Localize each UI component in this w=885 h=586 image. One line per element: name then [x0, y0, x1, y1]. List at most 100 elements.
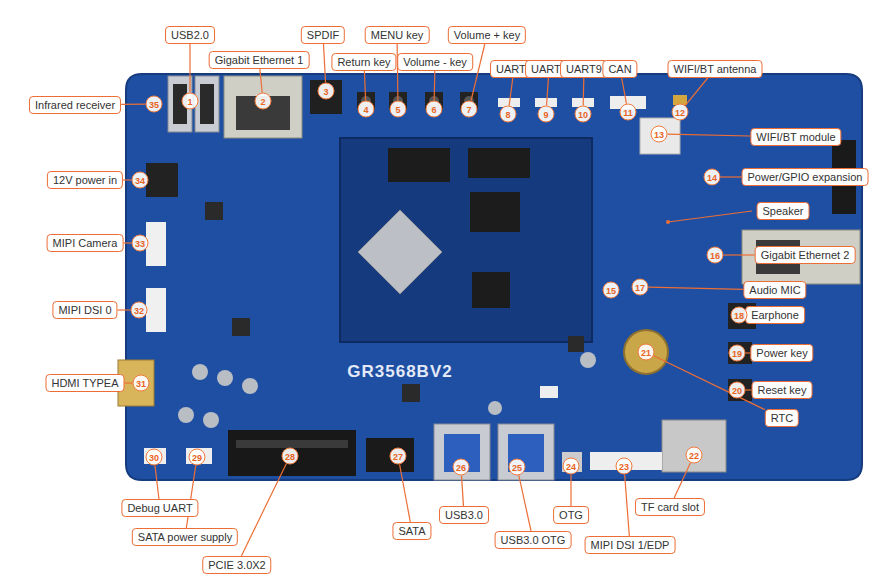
inductor: [402, 384, 420, 402]
number-text: 25: [512, 462, 522, 472]
callout-number: 7: [461, 101, 478, 118]
usb2-slot: [200, 84, 214, 124]
capacitor: [580, 352, 596, 368]
label-text: Infrared receiver: [35, 99, 115, 111]
number-text: 20: [732, 385, 742, 395]
leader-line: [547, 78, 549, 106]
callout-number: 12: [672, 104, 689, 121]
capacitor: [217, 370, 233, 386]
label-text: USB3.0 OTG: [501, 534, 566, 546]
soc-chip: [358, 210, 442, 294]
label-text: MIPI DSI 1/EDP: [591, 539, 670, 551]
sata-connector: [366, 438, 414, 472]
callout-label: SATA power supply: [132, 528, 238, 546]
label-text: MENU key: [371, 29, 424, 41]
leader-line: [674, 463, 690, 498]
label-text: SATA: [398, 525, 425, 537]
number-text: 1: [187, 96, 192, 106]
callout-label: MIPI Camera: [47, 234, 124, 252]
number-text: 31: [136, 378, 146, 388]
capacitor: [178, 407, 194, 423]
callout-number: 9: [538, 106, 555, 123]
number-text: 17: [635, 282, 645, 292]
leader-line: [724, 254, 755, 255]
emmc-chip: [470, 192, 520, 232]
leader-line: [155, 465, 159, 499]
leader-line: [125, 382, 133, 383]
leader-line: [400, 464, 411, 522]
callout-label: RTC: [765, 409, 799, 427]
usb3-port: [434, 424, 490, 480]
number-text: 24: [566, 461, 576, 471]
leader-line: [570, 475, 571, 507]
leader-line: [519, 475, 531, 531]
callout-number: 5: [390, 101, 407, 118]
leader-line: [667, 134, 750, 136]
callout-label: WIFI/BT module: [750, 128, 841, 146]
number-text: 34: [135, 175, 145, 185]
callout-label: Gigabit Ethernet 1: [209, 51, 310, 69]
number-text: 2: [260, 96, 265, 106]
leader-line: [118, 309, 131, 310]
number-text: 23: [619, 461, 629, 471]
board-text: GR3568BV2: [347, 362, 452, 382]
ethernet-jack: [742, 230, 860, 284]
callout-number: 26: [453, 459, 470, 476]
label-text: RTC: [771, 412, 793, 424]
leader-line: [123, 179, 131, 180]
leader-line: [260, 69, 262, 93]
core-module: [340, 138, 592, 342]
callout-label: Return key: [331, 53, 396, 71]
callout-label: HDMI TYPEA: [45, 374, 124, 392]
tf-card-slot: [662, 420, 726, 472]
callout-number: 14: [704, 169, 721, 186]
number-text: 26: [456, 462, 466, 472]
callout-number: 29: [189, 449, 206, 466]
callout-label: CAN: [602, 60, 637, 78]
usb3-port: [498, 424, 554, 480]
leader-line: [625, 474, 630, 536]
ethernet-opening: [236, 96, 290, 130]
callout-label: PCIE 3.0X2: [202, 556, 271, 574]
leader-dot: [666, 220, 670, 224]
callout-number: 24: [563, 458, 580, 475]
leader-line: [123, 242, 131, 243]
label-text: SPDIF: [307, 29, 339, 41]
callout-number: 28: [282, 448, 299, 465]
callout-label: USB3.0: [439, 506, 489, 524]
label-text: Earphone: [751, 309, 799, 321]
spdif-jack: [310, 80, 342, 114]
callout-label: Volume + key: [448, 26, 526, 44]
callout-label: UART9: [560, 60, 608, 78]
callout-number: 2: [255, 93, 272, 110]
callout-label: Reset key: [752, 381, 813, 399]
usb3-tongue: [508, 434, 544, 472]
fan-header: [540, 386, 558, 398]
callout-number: 16: [707, 247, 724, 264]
capacitor: [242, 378, 258, 394]
number-text: 22: [689, 450, 699, 460]
callout-label: 12V power in: [47, 171, 123, 189]
callout-number: 25: [509, 459, 526, 476]
leader-line: [121, 104, 145, 106]
number-text: 9: [543, 109, 548, 119]
label-text: TF card slot: [641, 501, 699, 513]
number-text: 5: [395, 104, 400, 114]
label-text: HDMI TYPEA: [51, 377, 118, 389]
number-text: 11: [623, 107, 633, 117]
callout-label: Earphone: [745, 306, 805, 324]
number-text: 8: [505, 109, 510, 119]
inductor: [568, 336, 584, 352]
label-text: SATA power supply: [138, 531, 232, 543]
callout-number: 30: [146, 449, 163, 466]
leader-line: [622, 78, 627, 104]
callout-label: WIFI/BT antenna: [668, 60, 763, 78]
number-text: 12: [675, 107, 685, 117]
label-text: UART9: [566, 63, 602, 75]
label-text: Debug UART: [127, 502, 192, 514]
label-text: WIFI/BT module: [756, 131, 835, 143]
leader-line: [189, 44, 190, 93]
number-text: 18: [734, 310, 744, 320]
number-text: 35: [149, 99, 159, 109]
